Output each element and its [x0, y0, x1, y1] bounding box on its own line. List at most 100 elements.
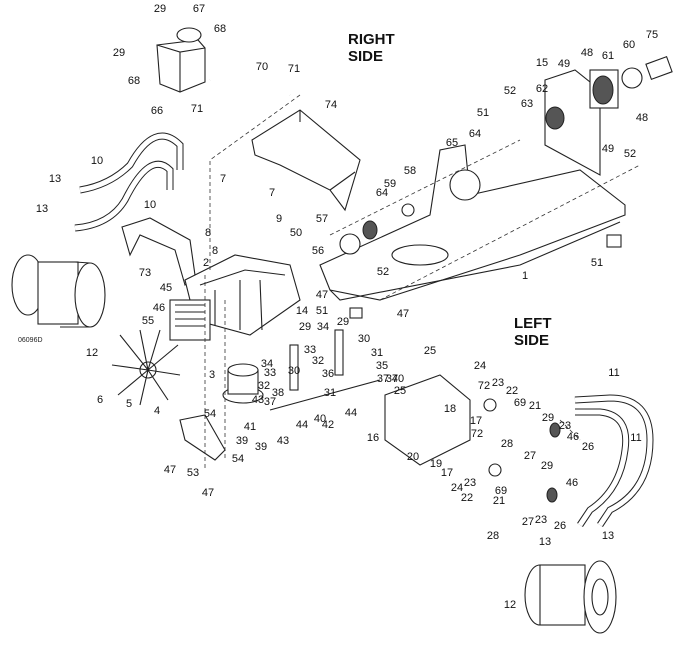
- part-number-callout: 14: [296, 305, 308, 317]
- part-number-callout: 9: [276, 213, 282, 225]
- part-number-callout: 8: [212, 245, 218, 257]
- part-number-callout: 17: [441, 467, 453, 479]
- isolator-51-left: [349, 307, 363, 319]
- part-number-callout: 31: [324, 387, 336, 399]
- part-number-callout: 68: [214, 23, 226, 35]
- part-number-callout: 49: [602, 143, 614, 155]
- part-number-callout: 47: [397, 308, 409, 320]
- part-number-callout: 72: [471, 428, 483, 440]
- part-number-callout: 48: [636, 112, 648, 124]
- part-number-callout: 10: [144, 199, 156, 211]
- part-number-callout: 17: [470, 415, 482, 427]
- part-number-callout: 61: [602, 50, 614, 62]
- part-number-callout: 53: [187, 467, 199, 479]
- idler-pulleys: [339, 203, 415, 255]
- shield-73: [121, 217, 196, 287]
- part-number-callout: 21: [529, 400, 541, 412]
- bearing-bracket: [544, 56, 673, 176]
- part-number-callout: 35: [376, 360, 388, 372]
- part-number-callout: 13: [36, 203, 48, 215]
- part-number-callout: 51: [477, 107, 489, 119]
- part-number-callout: 20: [407, 451, 419, 463]
- part-number-callout: 23: [535, 514, 547, 526]
- part-number-callout: 34: [261, 358, 273, 370]
- hydraulic-reservoir: [156, 27, 292, 96]
- part-number-callout: 29: [542, 412, 554, 424]
- part-number-callout: 7: [269, 187, 275, 199]
- part-number-callout: 69: [514, 397, 526, 409]
- part-number-callout: 63: [521, 98, 533, 110]
- part-number-callout: 13: [539, 536, 551, 548]
- part-number-callout: 29: [541, 460, 553, 472]
- part-number-callout: 58: [404, 165, 416, 177]
- part-number-callout: 29: [299, 321, 311, 333]
- part-number-callout: 40: [314, 413, 326, 425]
- part-number-callout: 62: [536, 83, 548, 95]
- part-number-callout: 46: [153, 302, 165, 314]
- part-number-callout: 37: [264, 396, 276, 408]
- part-number-callout: 46: [566, 477, 578, 489]
- part-number-callout: 49: [558, 58, 570, 70]
- part-number-callout: 8: [205, 227, 211, 239]
- part-number-callout: 30: [288, 365, 300, 377]
- left-side-label: SIDE: [514, 332, 549, 349]
- engine-cover: [251, 109, 361, 212]
- part-number-callout: 57: [316, 213, 328, 225]
- part-number-callout: 13: [602, 530, 614, 542]
- part-number-callout: 68: [128, 75, 140, 87]
- part-number-callout: 71: [288, 63, 300, 75]
- part-number-callout: 29: [154, 3, 166, 15]
- part-number-callout: 25: [394, 385, 406, 397]
- part-number-callout: 31: [371, 347, 383, 359]
- part-number-callout: 72: [478, 380, 490, 392]
- control-brackets: [179, 329, 381, 461]
- part-number-callout: 39: [236, 435, 248, 447]
- part-number-callout: 15: [536, 57, 548, 69]
- part-number-callout: 10: [91, 155, 103, 167]
- cooling-fan: [111, 329, 181, 406]
- part-number-callout: 25: [424, 345, 436, 357]
- part-number-callout: 24: [451, 482, 463, 494]
- part-number-callout: 37: [386, 373, 398, 385]
- part-number-callout: 18: [444, 403, 456, 415]
- part-number-callout: 60: [623, 39, 635, 51]
- part-number-callout: 23: [464, 477, 476, 489]
- part-number-callout: 47: [164, 464, 176, 476]
- part-number-callout: 54: [232, 453, 244, 465]
- part-number-callout: 16: [367, 432, 379, 444]
- part-number-callout: 66: [151, 105, 163, 117]
- part-number-callout: 43: [277, 435, 289, 447]
- part-number-callout: 37: [377, 373, 389, 385]
- part-number-callout: 32: [258, 380, 270, 392]
- left-side-label: LEFT: [514, 315, 552, 332]
- part-number-callout: 33: [264, 367, 276, 379]
- part-number-callout: 36: [322, 368, 334, 380]
- part-number-callout: 22: [461, 492, 473, 504]
- part-number-callout: 47: [316, 289, 328, 301]
- part-number-callout: 64: [469, 128, 481, 140]
- part-number-callout: 64: [376, 187, 388, 199]
- part-number-callout: 70: [256, 61, 268, 73]
- part-number-callout: 30: [358, 333, 370, 345]
- part-number-callout: 52: [377, 266, 389, 278]
- part-number-callout: 67: [193, 3, 205, 15]
- main-frame: [319, 144, 626, 301]
- hydraulic-motor-left: [11, 254, 106, 328]
- part-number-callout: 11: [630, 432, 641, 444]
- engine-block: [169, 254, 301, 341]
- part-number-callout: 44: [345, 407, 357, 419]
- part-number-callout: 65: [446, 137, 458, 149]
- part-number-callout: 42: [322, 419, 334, 431]
- part-number-callout: 46: [567, 431, 579, 443]
- hydraulic-hoses-11: [574, 394, 654, 527]
- part-number-callout: 28: [501, 438, 513, 450]
- part-number-callout: 6: [97, 394, 103, 406]
- part-number-callout: 38: [272, 387, 284, 399]
- part-number-callout: 4: [154, 405, 160, 417]
- part-number-callout: 59: [384, 178, 396, 190]
- part-number-callout: 23: [559, 420, 571, 432]
- part-number-callout: 54: [204, 408, 216, 420]
